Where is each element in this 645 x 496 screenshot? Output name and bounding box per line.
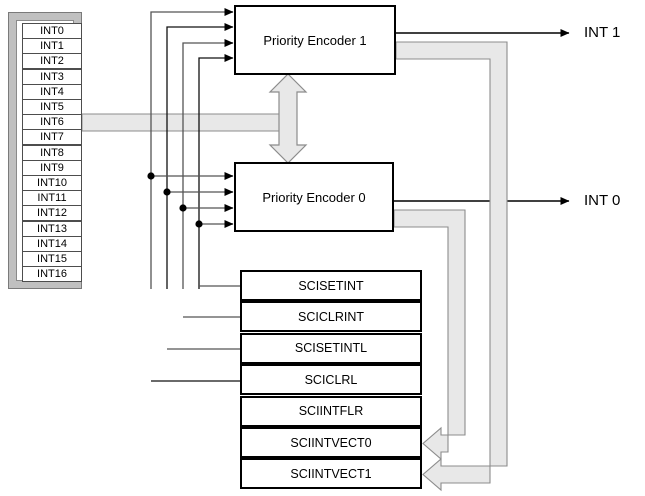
- interrupt-row[interactable]: INT13: [22, 220, 82, 237]
- interrupt-row-label: INT7: [40, 131, 64, 144]
- encoder0-input-lines: [147, 172, 234, 228]
- interrupt-row[interactable]: INT2: [22, 53, 82, 70]
- encoder1-input-lines: [150, 8, 234, 289]
- interrupt-row[interactable]: INT0: [22, 23, 82, 39]
- interrupt-row[interactable]: INT10: [22, 175, 82, 191]
- register-row[interactable]: SCICLRL: [240, 364, 422, 396]
- register-row-label: SCISETINTL: [294, 341, 368, 356]
- int-1-output-label: INT 1: [584, 24, 621, 41]
- interrupt-row[interactable]: INT14: [22, 235, 82, 252]
- interrupt-row-label: INT15: [37, 253, 67, 265]
- priority-encoder-0-label: Priority Encoder 0: [262, 189, 366, 205]
- junction-dot: [163, 188, 171, 196]
- interrupt-row[interactable]: INT7: [22, 129, 82, 146]
- interrupt-row[interactable]: INT5: [22, 99, 82, 115]
- interrupt-row[interactable]: INT1: [22, 38, 82, 55]
- register-row-label: SCIINTVECT1: [290, 466, 372, 481]
- interrupt-row-label: INT8: [40, 146, 64, 159]
- int-0-output-label: INT 0: [584, 192, 621, 209]
- interrupt-row-label: INT4: [40, 85, 64, 98]
- interrupt-row-label: INT1: [40, 40, 64, 53]
- interrupt-row-label: INT14: [37, 237, 67, 250]
- interrupt-row[interactable]: INT11: [22, 190, 82, 207]
- priority-encoder-0-block[interactable]: Priority Encoder 0: [234, 162, 394, 232]
- register-row-label: SCISETINT: [298, 278, 364, 293]
- interrupt-row[interactable]: INT9: [22, 159, 82, 176]
- interrupt-row[interactable]: INT16: [22, 266, 82, 283]
- interrupt-row-label: INT6: [40, 116, 64, 129]
- data-bus-main: [81, 113, 291, 132]
- register-row-label: SCICLRL: [304, 372, 358, 387]
- register-row[interactable]: SCICLRINT: [240, 301, 422, 333]
- register-row[interactable]: SCISETINT: [240, 270, 422, 301]
- interrupt-row[interactable]: INT8: [22, 144, 82, 161]
- interrupt-row-label: INT0: [40, 25, 64, 37]
- interrupt-row-label: INT10: [37, 177, 67, 189]
- register-row[interactable]: SCIINTVECT1: [240, 458, 422, 490]
- encoder1-vector-bus: [395, 41, 508, 492]
- register-row[interactable]: SCIINTFLR: [240, 395, 422, 427]
- junction-dot: [147, 172, 155, 180]
- priority-encoder-1-block[interactable]: Priority Encoder 1: [234, 5, 396, 75]
- interrupt-row[interactable]: INT3: [22, 68, 82, 85]
- interrupt-row[interactable]: INT6: [22, 114, 82, 131]
- register-row-label: SCIINTVECT0: [290, 435, 372, 450]
- interrupt-row-label: INT13: [37, 222, 67, 235]
- interrupt-row-label: INT11: [37, 192, 67, 205]
- interrupt-row-label: INT3: [40, 70, 64, 83]
- register-row-label: SCICLRINT: [298, 309, 364, 324]
- junction-dot: [179, 204, 187, 212]
- register-row[interactable]: SCIINTVECT0: [240, 427, 422, 458]
- interrupt-row-label: INT12: [37, 207, 67, 220]
- interrupt-row[interactable]: INT15: [22, 251, 82, 267]
- interrupt-row[interactable]: INT12: [22, 205, 82, 222]
- interrupt-row[interactable]: INT4: [22, 83, 82, 100]
- register-row-label: SCIINTFLR: [298, 404, 364, 419]
- interrupt-row-label: INT2: [40, 55, 64, 68]
- interrupt-row-label: INT9: [40, 161, 64, 174]
- interrupt-row-label: INT16: [37, 268, 67, 281]
- register-feedback-lines: [151, 285, 240, 382]
- encoder0-vector-bus: [393, 209, 466, 461]
- interrupt-row-label: INT5: [40, 101, 64, 113]
- register-row[interactable]: SCISETINTL: [240, 332, 422, 364]
- junction-dot: [195, 220, 203, 228]
- priority-encoder-1-label: Priority Encoder 1: [263, 32, 367, 48]
